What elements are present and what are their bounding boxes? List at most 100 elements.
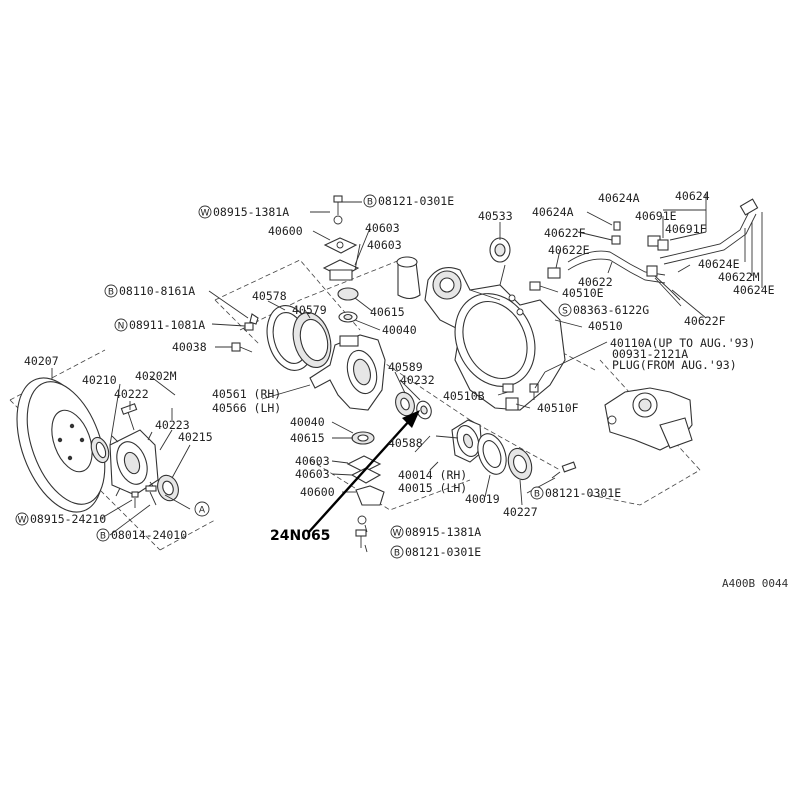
brake-rotor xyxy=(16,377,106,513)
label-40566: 40566 (LH) xyxy=(212,401,281,415)
steering-knuckle xyxy=(309,334,386,411)
label-40624A-b: 40624A xyxy=(598,191,640,205)
label-plug: PLUG(FROM AUG.'93) xyxy=(612,358,737,372)
label-40600-lower: 40600 xyxy=(300,485,335,499)
label-40015: 40015 (LH) xyxy=(398,481,467,495)
svg-text:B: B xyxy=(367,198,373,208)
label-40202M: 40202M xyxy=(135,369,177,383)
svg-text:08110-8161A: 08110-8161A xyxy=(119,284,195,298)
label-40578: 40578 xyxy=(252,289,287,303)
label-40040-upper: 40040 xyxy=(382,323,417,337)
flange-bolt xyxy=(551,461,577,479)
differential-carrier xyxy=(424,237,566,411)
svg-text:W: W xyxy=(201,209,210,219)
label-40040-lower: 40040 xyxy=(290,415,325,429)
fastener-b4: B 08014-24010 xyxy=(96,528,187,542)
svg-text:B: B xyxy=(394,549,400,559)
fastener-w3: W 08915-1381A xyxy=(390,525,481,539)
fastener-w1: W 08915-1381A xyxy=(198,205,289,219)
label-40510: 40510 xyxy=(588,319,623,333)
leader-lines xyxy=(51,193,763,553)
label-40624: 40624 xyxy=(675,189,710,203)
label-40622: 40622 xyxy=(578,275,613,289)
svg-text:08121-0301E: 08121-0301E xyxy=(378,194,454,208)
oil-seal-40210 xyxy=(90,436,110,464)
svg-text:08121-0301E: 08121-0301E xyxy=(545,486,621,500)
rear-yoke xyxy=(604,387,693,451)
label-40624E-b: 40624E xyxy=(733,283,775,297)
label-40014: 40014 (RH) xyxy=(398,468,467,482)
label-40622F-b: 40622F xyxy=(684,314,726,328)
upper-kingpin-stack xyxy=(322,195,360,323)
svg-text:08915-1381A: 08915-1381A xyxy=(405,525,481,539)
seal-40019 xyxy=(477,433,507,475)
svg-text:08915-24210: 08915-24210 xyxy=(30,512,106,526)
fastener-b2: B 08110-8161A xyxy=(104,284,195,298)
svg-text:A: A xyxy=(199,506,206,516)
label-40615-lower: 40615 xyxy=(290,431,325,445)
label-40624E-a: 40624E xyxy=(698,257,740,271)
svg-text:08363-6122G: 08363-6122G xyxy=(573,303,649,317)
svg-text:S: S xyxy=(562,307,568,317)
label-40691E: 40691E xyxy=(635,209,677,223)
label-40603-lower-b: 40603 xyxy=(295,467,330,481)
fastener-callouts: W 08915-1381A B 08121-0301E B 08110-8161… xyxy=(15,194,649,559)
label-40622M: 40622M xyxy=(718,270,760,284)
seal-40227 xyxy=(507,447,533,481)
fastener-b1: B 08121-0301E xyxy=(363,194,454,208)
label-40227: 40227 xyxy=(503,505,538,519)
knuckle-bolts xyxy=(231,313,259,353)
axle-boot xyxy=(396,256,421,300)
label-40622E-a: 40622E xyxy=(548,243,590,257)
reference-arrow xyxy=(307,410,420,534)
svg-text:B: B xyxy=(108,288,114,298)
outer-bearing xyxy=(157,474,179,502)
label-40223: 40223 xyxy=(155,418,190,432)
hub-small-bolts xyxy=(131,485,157,508)
label-40622F-a: 40622F xyxy=(544,226,586,240)
svg-text:B: B xyxy=(100,532,106,542)
label-40561: 40561 (RH) xyxy=(212,387,281,401)
label-40210: 40210 xyxy=(82,373,117,387)
label-40110A: 40110A(UP TO AUG.'93) xyxy=(610,336,755,350)
label-40207: 40207 xyxy=(24,354,59,368)
svg-text:08915-1381A: 08915-1381A xyxy=(213,205,289,219)
label-40603-lower-a: 40603 xyxy=(295,454,330,468)
svg-text:B: B xyxy=(534,490,540,500)
breather-hose xyxy=(529,198,759,301)
fastener-s1: S 08363-6122G xyxy=(558,303,649,317)
label-40624A-a: 40624A xyxy=(532,205,574,219)
marker-a: A xyxy=(194,501,210,517)
label-40533: 40533 xyxy=(478,209,513,223)
label-40691F: 40691F xyxy=(665,222,707,236)
hub-bolt xyxy=(120,403,138,431)
label-40215: 40215 xyxy=(178,430,213,444)
fastener-w2: W 08915-24210 xyxy=(15,512,106,526)
label-40600-upper: 40600 xyxy=(268,224,303,238)
label-40589: 40589 xyxy=(388,360,423,374)
inner-bearing xyxy=(395,391,432,420)
svg-text:N: N xyxy=(118,322,125,332)
label-40222: 40222 xyxy=(114,387,149,401)
label-40232: 40232 xyxy=(400,373,435,387)
label-40019: 40019 xyxy=(465,492,500,506)
label-40603-upper-a: 40603 xyxy=(365,221,400,235)
fastener-b3: B 08121-0301E xyxy=(530,486,621,500)
label-40588: 40588 xyxy=(388,436,423,450)
drive-flange xyxy=(435,419,483,463)
label-40615-upper: 40615 xyxy=(370,305,405,319)
label-40510F: 40510F xyxy=(537,401,579,415)
wheel-hub xyxy=(109,429,159,497)
fastener-n1: N 08911-1081A xyxy=(114,318,205,332)
knuckle-gaskets xyxy=(266,305,332,371)
diagram-code: A400B 0044 xyxy=(722,577,789,590)
label-40510E: 40510E xyxy=(562,286,604,300)
reference-label: 24N065 xyxy=(270,528,330,544)
part-labels: 40207 40210 40202M 40222 40223 40215 400… xyxy=(24,189,775,519)
fastener-b5: B 08121-0301E xyxy=(390,545,481,559)
label-00931: 00931-2121A xyxy=(612,347,688,361)
svg-text:W: W xyxy=(18,516,27,526)
svg-text:08911-1081A: 08911-1081A xyxy=(129,318,205,332)
